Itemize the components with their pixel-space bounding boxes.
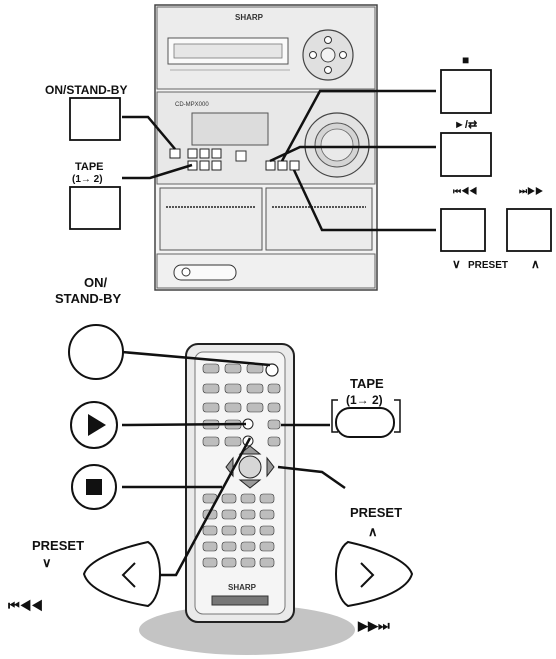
stereo-stop-key[interactable] (278, 161, 287, 170)
fast-forward-skip-label: ▶▶⏭ (357, 618, 390, 633)
stop-symbol: ■ (462, 53, 469, 67)
stereo-key-b[interactable] (200, 149, 209, 158)
fast-forward-symbol: ⏭▶▶ (519, 186, 544, 196)
play-reverse-button[interactable] (441, 133, 491, 176)
remote-control: SHARP (186, 344, 294, 622)
remote-tape-direction-label: (1→ 2) (346, 393, 383, 407)
stereo-on-standby-key[interactable] (170, 149, 180, 158)
tape-button[interactable] (70, 187, 120, 229)
fast-forward-preset-up-button[interactable] (507, 209, 551, 251)
preset-left-label: PRESET (32, 538, 84, 553)
stereo-key-e[interactable] (200, 161, 209, 170)
remote-preset-up-button[interactable] (336, 542, 412, 606)
stereo-play-key[interactable] (266, 161, 275, 170)
stereo-key-f[interactable] (212, 161, 221, 170)
remote-on-standby-label-1: ON/ (84, 275, 108, 290)
remote-on-standby-label-2: STAND-BY (55, 291, 122, 306)
on-standby-button[interactable] (70, 98, 120, 140)
stop-button[interactable] (441, 70, 491, 113)
remote-tape-button[interactable] (336, 408, 394, 437)
stereo-model: CD-MPX000 (175, 102, 209, 108)
stereo-preset-key[interactable] (290, 161, 299, 170)
rewind-symbol: ⏮◀◀ (453, 186, 477, 196)
tape-label: TAPE (75, 161, 104, 173)
rewind-skip-label: ⏮◀◀ (8, 598, 43, 613)
on-standby-label: ON/STAND-BY (45, 83, 127, 97)
preset-down-chevron: ∨ (452, 257, 461, 271)
stereo-brand: SHARP (235, 13, 264, 22)
stereo-key-a[interactable] (188, 149, 197, 158)
preset-up-chevron: ∧ (531, 257, 540, 271)
preset-caption: PRESET (468, 260, 508, 271)
play-reverse-symbol: ►/⇄ (454, 119, 477, 131)
remote-preset-down-button[interactable] (84, 542, 160, 606)
remote-tape-label: TAPE (350, 376, 384, 391)
stop-icon (86, 479, 102, 495)
remote-brand: SHARP (228, 583, 257, 592)
tape-direction-label: (1→ 2) (72, 174, 103, 185)
stereo-key-c[interactable] (212, 149, 221, 158)
preset-left-chevron: ∨ (42, 555, 52, 570)
preset-right-chevron: ∧ (368, 524, 378, 539)
remote-on-standby-button[interactable] (69, 325, 123, 379)
preset-right-label: PRESET (350, 505, 402, 520)
stereo-sensor (236, 151, 246, 161)
rewind-preset-down-button[interactable] (441, 209, 485, 251)
